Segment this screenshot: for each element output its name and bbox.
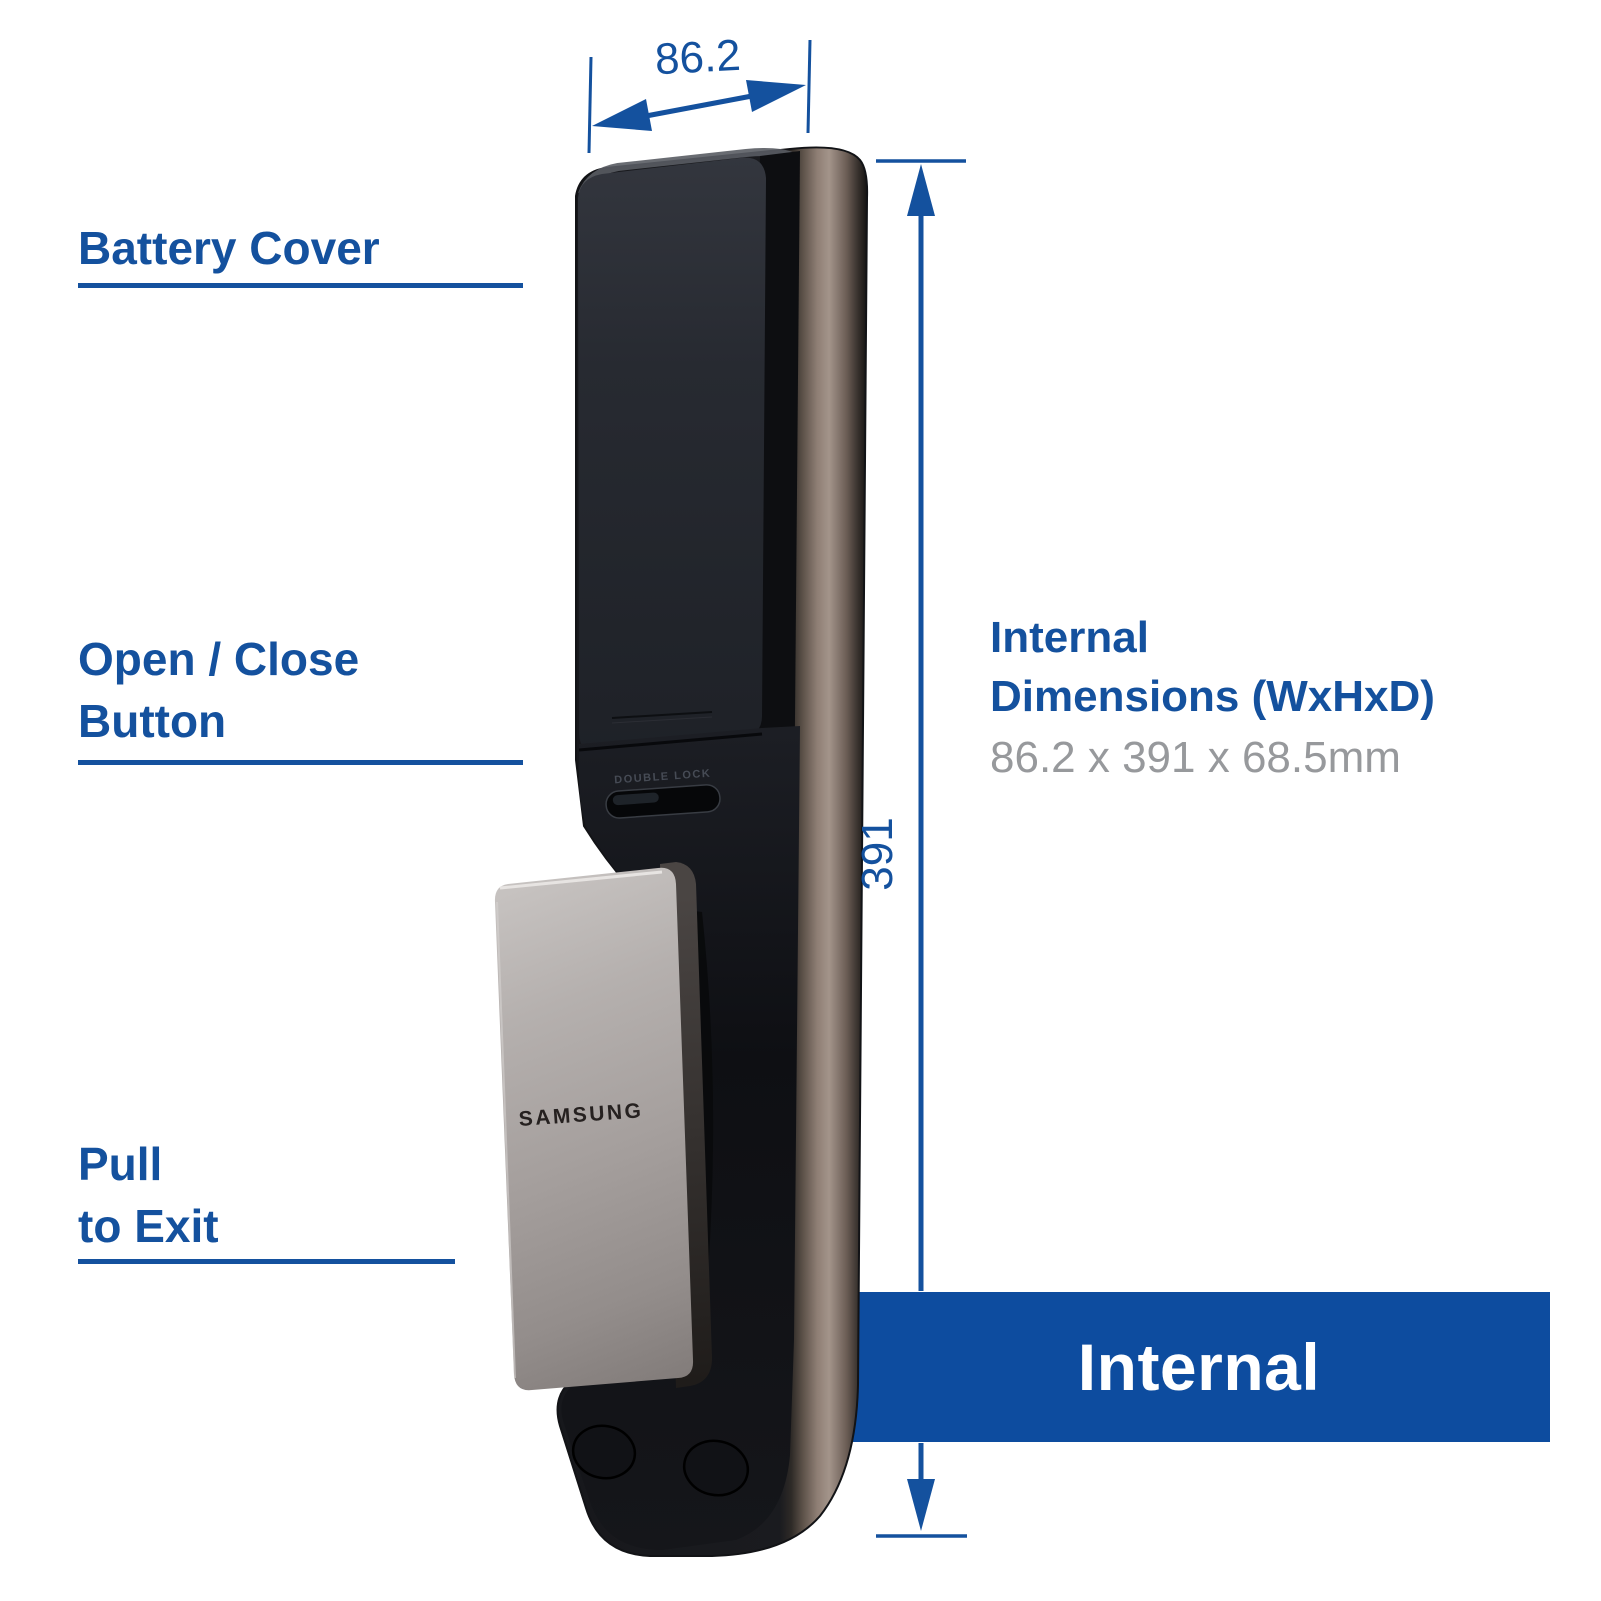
screw-cap-right: [682, 1439, 750, 1497]
open-close-underline: [78, 760, 523, 765]
cover-groove-highlight: [611, 716, 713, 724]
pull-to-exit-label: Pull to Exit: [78, 1133, 219, 1257]
battery-cover-seam: [578, 732, 763, 752]
width-arrow-line: [645, 93, 753, 119]
height-arrowhead-up: [907, 164, 935, 216]
internal-banner-label: Internal: [1077, 1330, 1321, 1404]
width-arrowhead-right: [746, 80, 806, 112]
internal-banner: Internal: [848, 1292, 1550, 1442]
double-lock-slider-highlight: [612, 792, 659, 806]
open-close-line1: Open / Close: [78, 633, 360, 685]
screw-cap-left: [571, 1424, 637, 1480]
spec-title-line1: Internal: [990, 613, 1149, 662]
device-edge-strip: [756, 151, 800, 830]
battery-cover-underline: [78, 283, 523, 288]
lock-device: DOUBLE LOCK: [494, 146, 869, 1557]
pull-handle: [494, 867, 694, 1391]
height-arrowhead-down: [907, 1479, 935, 1531]
spec-title-line2: Dimensions (WxHxD): [990, 672, 1435, 721]
open-close-line2: Button: [78, 695, 227, 747]
width-tick-left: [587, 56, 593, 154]
pull-to-exit-underline: [78, 1259, 455, 1264]
pull-line1: Pull: [78, 1138, 163, 1190]
height-dimension: [876, 159, 967, 1538]
handle-left-highlight: [496, 901, 516, 1379]
pull-line2: to Exit: [78, 1200, 219, 1252]
height-dimension-value: 391: [853, 817, 902, 891]
battery-cover-panel: [578, 157, 766, 753]
width-dimension-value: 86.2: [653, 30, 742, 85]
width-dimension: [587, 39, 812, 154]
handle-top-highlight: [499, 870, 663, 890]
width-arrowhead-left: [592, 99, 652, 131]
battery-cover-label: Battery Cover: [78, 222, 380, 274]
width-tick-right: [806, 39, 812, 134]
spec-value: 86.2 x 391 x 68.5mm: [990, 733, 1401, 782]
cover-groove: [611, 711, 713, 719]
double-lock-slider: [605, 784, 721, 819]
